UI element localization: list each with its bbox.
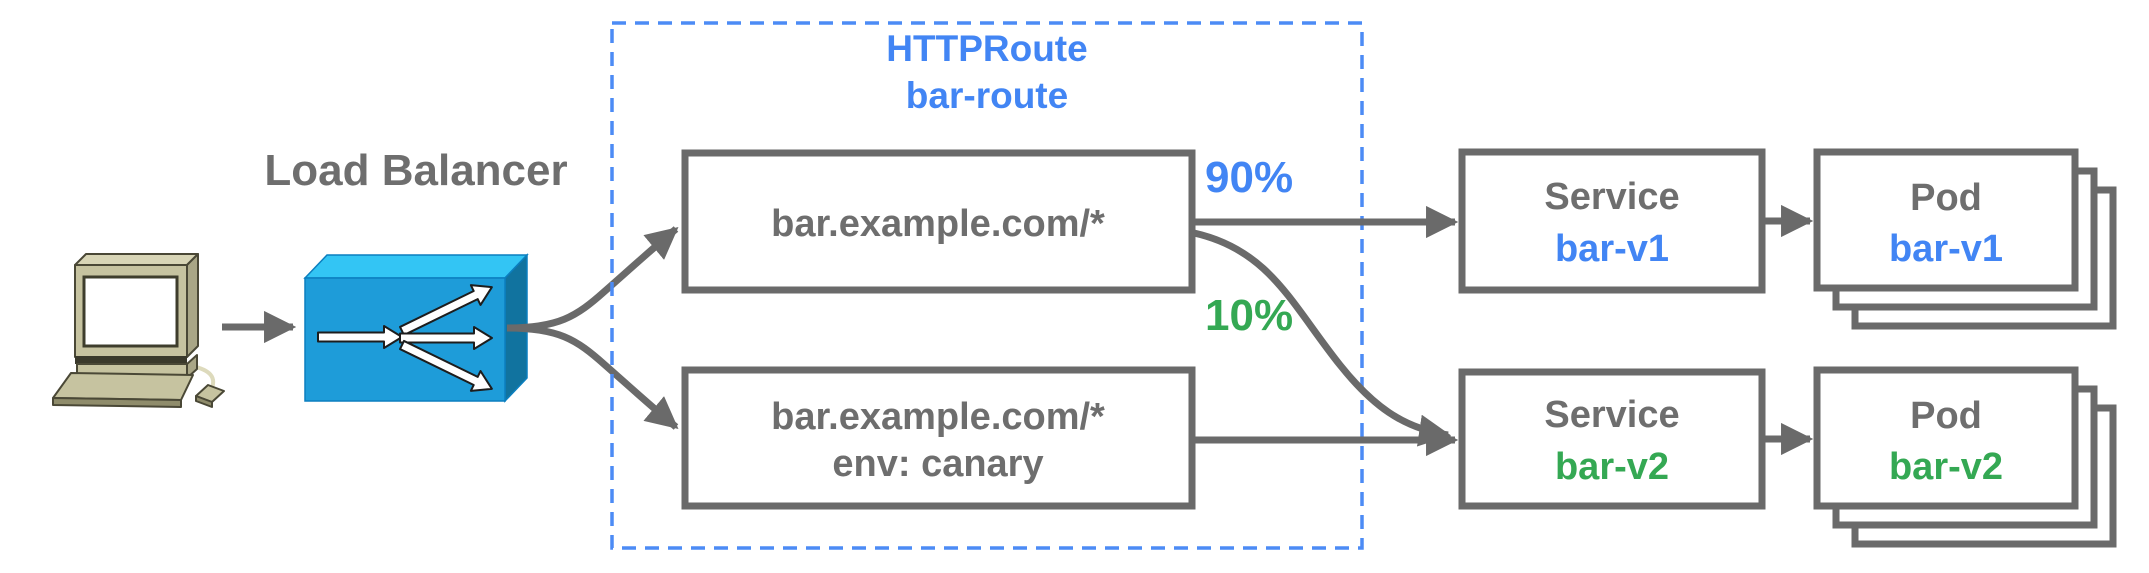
pod1-kind-label: Pod	[1910, 177, 1982, 219]
weight-90-label: 90%	[1205, 153, 1293, 202]
lb-to-rule2-arrow	[506, 324, 679, 430]
lb-inbound-arrow	[317, 325, 403, 349]
rule2-rect	[681, 366, 1196, 510]
service-bar-v1-box: Service bar-v1	[1458, 148, 1766, 294]
pod2-name-label: bar-v2	[1889, 446, 2003, 488]
rule2-host-label: bar.example.com/*	[771, 396, 1105, 438]
httproute-title: HTTPRoute	[886, 28, 1087, 69]
lb-fanout-arrow-down	[399, 339, 493, 392]
lb-fanout-arrow-up	[399, 284, 493, 337]
load-balancer-icon	[303, 253, 529, 403]
lb-fanout-arrow-mid	[399, 326, 493, 350]
pod-bar-v1-stack: Pod bar-v1	[1813, 148, 2117, 330]
monitor-base-gap	[75, 356, 187, 364]
lb-top-face	[303, 254, 529, 279]
service-bar-v2-box: Service bar-v2	[1458, 368, 1766, 510]
weight-10-label: 10%	[1205, 291, 1293, 340]
pod-bar-v2-stack: Pod bar-v2	[1813, 366, 2117, 548]
pod1-stack-front	[1813, 148, 2079, 292]
service1-kind-label: Service	[1544, 176, 1679, 218]
service2-kind-label: Service	[1544, 394, 1679, 436]
service2-name-label: bar-v2	[1555, 446, 1669, 488]
httproute-name: bar-route	[906, 75, 1068, 116]
client-computer-icon	[52, 253, 225, 408]
lb-to-rule1-arrow	[506, 226, 679, 332]
keyboard-front	[52, 397, 182, 408]
mouse-front	[195, 395, 213, 408]
service1-name-label: bar-v1	[1555, 228, 1669, 270]
route-rule-2-box: bar.example.com/* env: canary	[681, 366, 1196, 510]
rule2-match-label: env: canary	[832, 443, 1043, 485]
service2-rect	[1458, 368, 1766, 510]
monitor-top-face	[74, 253, 199, 266]
monitor-side-face	[186, 253, 199, 358]
httproute-dashed-box	[610, 21, 1364, 550]
route-rule-1-box: bar.example.com/*	[681, 149, 1196, 294]
pod2-kind-label: Pod	[1910, 395, 1982, 437]
load-balancer-label: Load Balancer	[264, 146, 567, 195]
pod2-stack-front	[1813, 366, 2079, 510]
monitor-screen	[82, 275, 179, 348]
rule1-to-service2-arrow	[1193, 229, 1452, 447]
pod1-name-label: bar-v1	[1889, 228, 2003, 270]
keyboard-top	[52, 372, 194, 401]
rule1-host-label: bar.example.com/*	[771, 203, 1105, 245]
